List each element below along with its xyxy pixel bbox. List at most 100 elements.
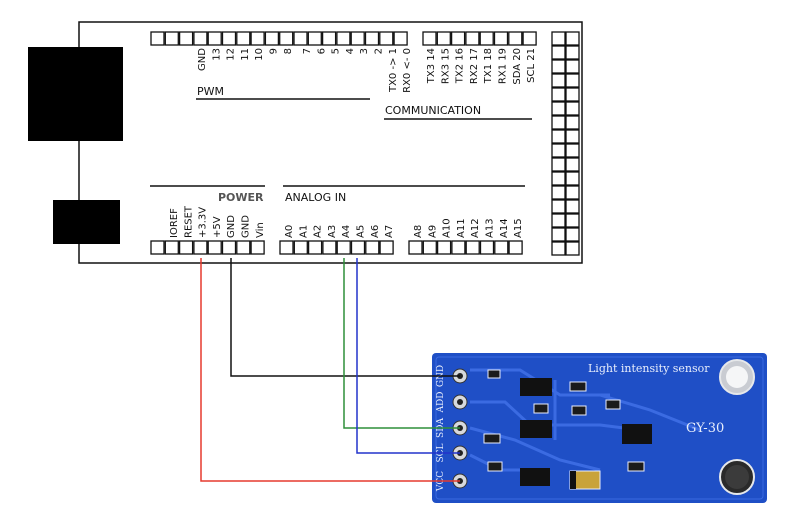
- right-header-pin: [565, 73, 580, 88]
- pin-label: A12: [470, 218, 481, 238]
- pin-label: A1: [298, 225, 309, 238]
- pin-label: GND: [241, 215, 252, 238]
- pin-label: 6: [316, 48, 327, 54]
- right-header-pin: [551, 171, 566, 186]
- pwm-header-pin: [164, 31, 179, 46]
- right-header-pin: [565, 59, 580, 74]
- comm-header-pins: [422, 31, 537, 46]
- pin-label: RX3 15: [440, 48, 451, 84]
- right-header-pin: [551, 129, 566, 144]
- sensor-title: Light intensity sensor: [588, 362, 710, 375]
- sensor-model: GY-30: [686, 421, 724, 436]
- right-header-pin: [551, 87, 566, 102]
- sensor-pcb: [432, 353, 767, 503]
- wire-5v-to-vcc: [200, 258, 460, 482]
- pwm-header-pin: [150, 31, 165, 46]
- pin-label: 13: [211, 48, 222, 61]
- wire-a4-to-sda: [343, 258, 460, 429]
- pin-label: 12: [226, 48, 237, 61]
- power-section-label: POWER: [218, 191, 264, 204]
- ic-chip: [622, 424, 652, 444]
- right-header-pin: [565, 157, 580, 172]
- analog-header-pins-a: [279, 240, 394, 255]
- pin-label: A11: [456, 218, 467, 238]
- right-header-pin: [565, 101, 580, 116]
- analog-header-b-pin: [494, 240, 509, 255]
- right-header-pin: [565, 199, 580, 214]
- pin-label: 10: [254, 48, 265, 61]
- communication-section-label: COMMUNICATION: [385, 104, 481, 117]
- right-header-pin: [565, 143, 580, 158]
- analog-header-a-pin: [350, 240, 366, 255]
- pwm-header-pin: [236, 31, 251, 46]
- sensor-pin-hole: [457, 399, 463, 405]
- right-header-pin: [565, 171, 580, 186]
- wire-a5-to-scl: [356, 258, 460, 454]
- pin-label: TX0 -> 1: [388, 48, 399, 93]
- power-header-pin: [221, 240, 237, 255]
- right-header-pin: [551, 115, 566, 130]
- digital-header-pin: [321, 31, 337, 46]
- right-header-pin: [565, 31, 580, 46]
- right-header-pin: [551, 59, 566, 74]
- power-header-pin: [164, 240, 179, 255]
- pwm-header-pin: [250, 31, 265, 46]
- right-header-pin: [565, 241, 580, 256]
- pin-label: A15: [513, 218, 524, 238]
- analog-header-b-pin: [408, 240, 423, 255]
- right-header-pin: [565, 185, 580, 200]
- pwm-header-pins: [150, 31, 294, 46]
- comm-header-pin: [450, 31, 466, 46]
- pin-label: A9: [427, 225, 438, 238]
- comm-header-pin: [422, 31, 437, 46]
- right-header-pin: [551, 199, 566, 214]
- analog-header-a-pin: [293, 240, 308, 255]
- analog-header-b-pin: [451, 240, 466, 255]
- digital-header-pin: [336, 31, 351, 46]
- right-header-pin: [565, 129, 580, 144]
- pin-label: 7: [302, 48, 313, 54]
- pin-label: 8: [283, 48, 294, 54]
- pin-label: 9: [269, 48, 280, 54]
- power-header-pins: [150, 240, 265, 255]
- pin-label: +3.3V: [198, 207, 209, 238]
- pin-label: +5V: [212, 216, 223, 238]
- pin-label: 2: [374, 48, 385, 54]
- right-header-pin: [551, 241, 566, 256]
- right-header-pin: [551, 45, 566, 60]
- pin-label: GND: [197, 48, 208, 71]
- pwm-header-pin: [178, 31, 194, 46]
- analog-header-a-pin: [379, 240, 394, 255]
- power-header-pin: [207, 240, 222, 255]
- right-header-pin: [565, 115, 580, 130]
- pin-label: A13: [485, 218, 496, 238]
- pin-label: IOREF: [169, 208, 180, 238]
- analog-header-a-pin: [307, 240, 323, 255]
- pwm-section-label: PWM: [197, 85, 224, 98]
- board-outline: [78, 21, 583, 264]
- digital-header-pin: [307, 31, 322, 46]
- right-header-pin: [551, 73, 566, 88]
- comm-header-pin: [522, 31, 537, 46]
- power-header-pin: [150, 240, 165, 255]
- wires: [200, 258, 460, 482]
- pin-label: TX1 18: [483, 48, 494, 84]
- analog-header-a-pin: [322, 240, 337, 255]
- power-jack: [53, 200, 120, 244]
- right-header-pin: [565, 87, 580, 102]
- pin-label: RX0 <- 0: [402, 48, 413, 93]
- pin-label: TX2 16: [455, 48, 466, 84]
- usb-connector: [28, 47, 123, 141]
- light-sensor-chip: [520, 378, 552, 396]
- digital-header-pins: [293, 31, 408, 46]
- right-header-pin: [551, 185, 566, 200]
- pin-label: A3: [327, 225, 338, 238]
- pin-label: A6: [370, 225, 381, 238]
- bottom-chip: [520, 468, 550, 486]
- comm-header-pin: [436, 31, 451, 46]
- pin-label: 5: [331, 48, 342, 54]
